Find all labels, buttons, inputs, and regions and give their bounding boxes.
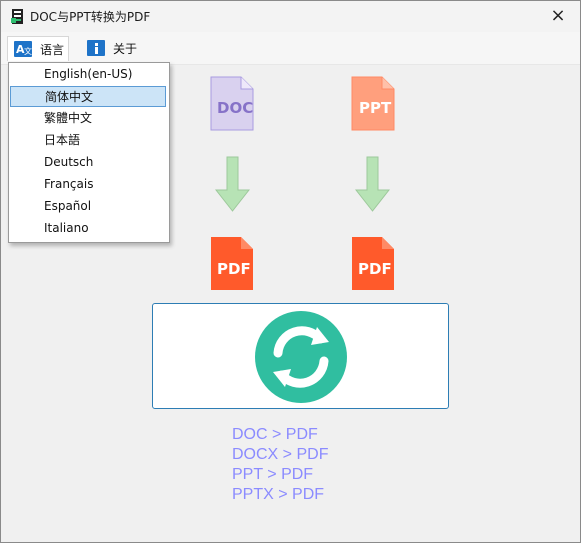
doc-file-label: DOC bbox=[217, 99, 253, 117]
down-arrow-icon bbox=[215, 156, 250, 212]
info-icon bbox=[87, 40, 105, 56]
down-arrow-icon bbox=[355, 156, 390, 212]
format-doc-to-pdf: DOC > PDF bbox=[232, 426, 318, 443]
close-icon[interactable]: × bbox=[550, 5, 566, 26]
window-title: DOC与PPT转换为PDF bbox=[30, 10, 151, 24]
language-option-french[interactable]: Français bbox=[44, 177, 94, 191]
language-option-spanish[interactable]: Español bbox=[44, 199, 92, 213]
convert-button[interactable] bbox=[152, 303, 449, 409]
refresh-icon bbox=[255, 311, 347, 403]
format-ppt-to-pdf: PPT > PDF bbox=[232, 466, 314, 483]
language-option-german[interactable]: Deutsch bbox=[44, 155, 94, 169]
doc-file-icon: DOC bbox=[210, 76, 254, 131]
svg-text:文: 文 bbox=[24, 46, 32, 56]
language-menu-label: 语言 bbox=[40, 43, 65, 57]
language-option-english[interactable]: English(en-US) bbox=[44, 67, 133, 81]
about-menu-label: 关于 bbox=[113, 42, 138, 56]
pdf-file-icon: PDF bbox=[352, 237, 394, 290]
language-option-italian[interactable]: Italiano bbox=[44, 221, 89, 235]
language-menu[interactable]: A 文 语言 bbox=[7, 36, 69, 61]
title-bar: DOC与PPT转换为PDF × bbox=[1, 1, 580, 32]
about-menu[interactable]: 关于 bbox=[81, 36, 141, 60]
language-option-simplified-chinese[interactable]: 简体中文 bbox=[10, 86, 166, 107]
ppt-file-icon: PPT bbox=[351, 76, 395, 131]
translate-icon: A 文 bbox=[14, 41, 32, 57]
pdf-file-label: PDF bbox=[358, 260, 392, 278]
language-option-japanese[interactable]: 日本語 bbox=[44, 133, 81, 147]
ppt-file-label: PPT bbox=[359, 99, 392, 117]
pdf-file-icon: PDF bbox=[211, 237, 253, 290]
menu-bar: A 文 语言 关于 bbox=[1, 32, 580, 65]
format-docx-to-pdf: DOCX > PDF bbox=[232, 446, 329, 463]
app-icon bbox=[11, 9, 23, 24]
pdf-file-label: PDF bbox=[217, 260, 251, 278]
language-option-traditional-chinese[interactable]: 繁體中文 bbox=[44, 111, 93, 125]
format-pptx-to-pdf: PPTX > PDF bbox=[232, 486, 325, 503]
supported-format-list: DOC > PDF DOCX > PDF PPT > PDF PPTX > PD… bbox=[232, 425, 328, 505]
svg-text:A: A bbox=[16, 43, 25, 56]
language-dropdown: English(en-US) 简体中文 繁體中文 日本語 Deutsch Fra… bbox=[8, 62, 170, 243]
